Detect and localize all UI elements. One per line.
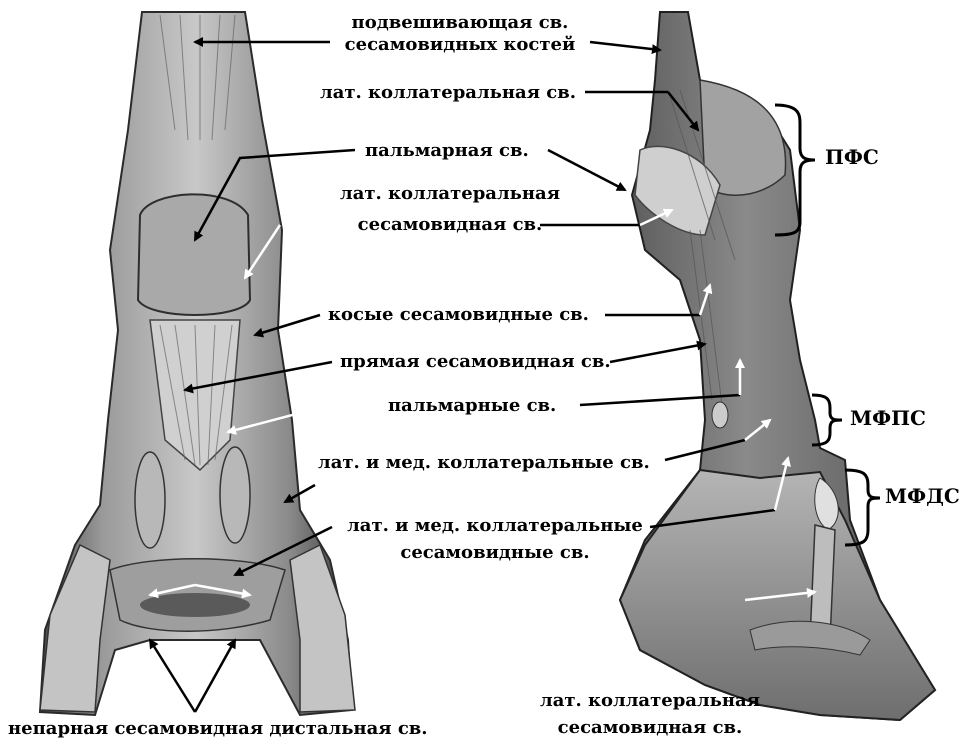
label-lat-med-collateral: лат. и мед. коллатеральные св. xyxy=(318,452,650,474)
label-lat-med-coll-sesamoid-line2: сесамовидные св. xyxy=(338,542,652,564)
label-straight-sesamoid: прямая сесамовидная св. xyxy=(340,351,611,373)
label-lat-med-coll-sesamoid-line1: лат. и мед. коллатеральные xyxy=(338,515,652,537)
left-limb-illustration xyxy=(40,12,355,715)
label-oblique-sesamoid: косые сесамовидные св. xyxy=(328,304,589,326)
label-palmar-ligament: пальмарная св. xyxy=(365,140,529,162)
label-suspensory-line2: сесамовидных костей xyxy=(330,34,590,56)
label-lateral-collateral-sesamoid-line2: сесамовидная св. xyxy=(330,214,570,236)
label-mfds: МФДС xyxy=(885,485,960,507)
label-bottom-lateral-collateral-line1: лат. коллатеральная xyxy=(525,690,775,712)
right-limb-illustration xyxy=(620,12,935,720)
label-bottom-lateral-collateral-line2: сесамовидная св. xyxy=(525,717,775,739)
label-distal-sesamoid: непарная сесамовидная дистальная св. xyxy=(8,718,428,740)
label-palmar-ligaments: пальмарные св. xyxy=(388,395,556,417)
label-pfs: ПФС xyxy=(825,146,879,168)
label-suspensory-line1: подвешивающая св. xyxy=(330,12,590,34)
label-lateral-collateral: лат. коллатеральная св. xyxy=(320,82,576,104)
label-mfps: МФПС xyxy=(850,407,926,429)
label-lateral-collateral-sesamoid-line1: лат. коллатеральная xyxy=(330,183,570,205)
